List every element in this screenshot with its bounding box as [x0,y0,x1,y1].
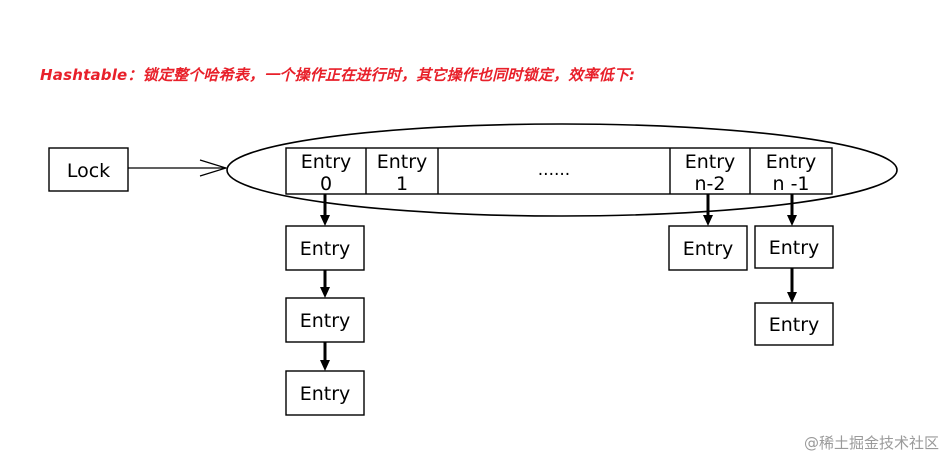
bucket-index-label: n -1 [772,173,809,195]
lock-label: Lock [67,160,110,182]
bucket-ellipsis: ...... [538,160,570,180]
chain-entry-label: Entry [683,238,734,260]
chain-arrow-head [320,215,330,226]
chain-entry-label: Entry [300,383,351,405]
chain-entry-box [285,370,365,416]
chain-arrow-head [787,292,797,303]
chain-entry-box [754,225,834,269]
chain-entry-box [668,225,748,271]
chain-entry-box [285,297,365,343]
bucket-entry-label: Entry [766,151,817,173]
lock-arrow-head [199,159,229,177]
chain-entry-label: Entry [769,237,820,259]
bucket-index-label: n-2 [695,173,726,195]
lock-box [48,147,129,192]
bucket-entry-label: Entry [377,151,428,173]
chain-arrow-head [703,215,713,226]
chain-entry-box [754,302,834,346]
diagram-caption: Hashtable：锁定整个哈希表，一个操作正在进行时，其它操作也同时锁定，效率… [40,66,636,84]
bucket-entry-label: Entry [301,151,352,173]
bucket-index-label: 1 [396,173,408,195]
lock-scope-ellipse [226,123,898,217]
chain-entry-label: Entry [300,310,351,332]
chain-arrow-head [320,360,330,371]
chain-entry-label: Entry [769,314,820,336]
chain-arrow-head [320,287,330,298]
chain-entry-label: Entry [300,238,351,260]
bucket-table-frame [285,147,833,195]
watermark-text: @稀土掘金技术社区 [803,434,939,452]
chain-arrow-head [787,215,797,226]
bucket-entry-label: Entry [685,151,736,173]
bucket-index-label: 0 [320,173,332,195]
